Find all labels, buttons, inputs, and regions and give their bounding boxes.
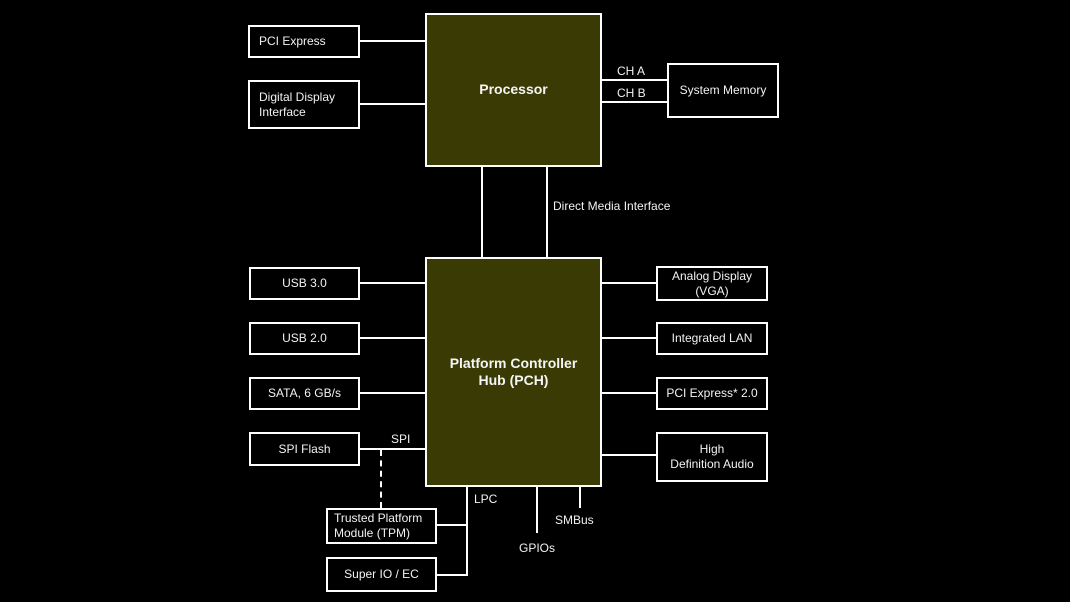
super-io-ec-label: Super IO / EC	[344, 567, 419, 581]
spi-flash-box: SPI Flash	[249, 432, 360, 466]
system-memory-label: System Memory	[679, 83, 767, 97]
sata-box: SATA, 6 GB/s	[249, 377, 360, 410]
wire-pch-pcie2	[601, 392, 657, 394]
tpm-box: Trusted Platform Module (TPM)	[326, 508, 437, 544]
gpios-label: GPIOs	[519, 541, 556, 555]
integrated-lan-label: Integrated LAN	[671, 331, 753, 345]
usb2-box: USB 2.0	[249, 322, 360, 355]
digital-display-interface-label: Digital Display Interface	[259, 90, 335, 120]
wire-spiflash-pch	[359, 448, 426, 450]
digital-display-line1: Digital Display	[259, 89, 336, 104]
spi-label: SPI	[391, 432, 411, 446]
analog-display-vga-box: Analog Display (VGA)	[656, 266, 768, 301]
hd-audio-line2: Definition Audio	[670, 457, 754, 471]
wire-memory-channel-a	[600, 79, 668, 81]
pci-express-box: PCI Express	[248, 25, 360, 58]
wire-gpios-stub	[536, 486, 538, 533]
wire-lpc-vertical	[466, 486, 468, 576]
usb2-label: USB 2.0	[282, 331, 327, 345]
tpm-line2: Module (TPM)	[334, 526, 411, 540]
pci-express-2-label: PCI Express* 2.0	[666, 386, 758, 400]
tpm-line1: Trusted Platform	[334, 511, 423, 525]
wire-lpc-superio	[436, 574, 467, 576]
analog-display-line1: Analog Display	[671, 268, 753, 283]
tpm-label: Trusted Platform Module (TPM)	[334, 511, 422, 541]
hd-audio-label: High Definition Audio	[670, 442, 753, 472]
sata-label: SATA, 6 GB/s	[268, 386, 341, 400]
usb3-label: USB 3.0	[282, 276, 327, 290]
wire-pch-vga	[601, 282, 657, 284]
analog-display-line2: (VGA)	[695, 283, 729, 298]
wire-pch-hdaudio	[601, 454, 657, 456]
system-memory-box: System Memory	[667, 63, 779, 118]
wire-dmi-left	[481, 166, 483, 258]
super-io-ec-box: Super IO / EC	[326, 557, 437, 592]
wire-sata-pch	[359, 392, 426, 394]
pch-label-line1: Platform Controller	[449, 354, 578, 371]
spi-flash-label: SPI Flash	[278, 441, 331, 456]
analog-display-vga-label: Analog Display (VGA)	[672, 269, 752, 299]
processor-chip: Processor	[425, 13, 602, 167]
wire-pch-lan	[601, 337, 657, 339]
wire-smbus-stub	[579, 486, 581, 508]
dmi-label: Direct Media Interface	[553, 199, 671, 213]
hd-audio-box: High Definition Audio	[656, 432, 768, 482]
pch-label-line2: Hub (PCH)	[478, 372, 549, 388]
wire-pciexpress-processor	[358, 40, 426, 42]
integrated-lan-box: Integrated LAN	[656, 322, 768, 355]
digital-display-interface-box: Digital Display Interface	[248, 80, 360, 129]
wire-memory-channel-b	[600, 101, 668, 103]
channel-b-label: CH B	[617, 86, 646, 100]
wire-dmi-right	[546, 166, 548, 258]
pch-label: Platform Controller Hub (PCH)	[450, 355, 578, 390]
wire-lpc-tpm	[436, 524, 467, 526]
pch-chip: Platform Controller Hub (PCH)	[425, 257, 602, 487]
pci-express-2-box: PCI Express* 2.0	[656, 377, 768, 410]
processor-label: Processor	[479, 81, 548, 98]
usb3-box: USB 3.0	[249, 267, 360, 300]
wire-usb3-pch	[359, 282, 426, 284]
channel-a-label: CH A	[617, 64, 646, 78]
digital-display-line2: Interface	[259, 104, 306, 119]
pci-express-label: PCI Express	[259, 34, 326, 48]
lpc-label: LPC	[474, 492, 498, 506]
wire-usb2-pch	[359, 337, 426, 339]
smbus-label: SMBus	[555, 513, 594, 527]
hd-audio-line1: High	[699, 442, 725, 456]
wire-digitaldisplay-processor	[358, 103, 426, 105]
wire-spiflash-tpm-dashed	[380, 450, 384, 508]
